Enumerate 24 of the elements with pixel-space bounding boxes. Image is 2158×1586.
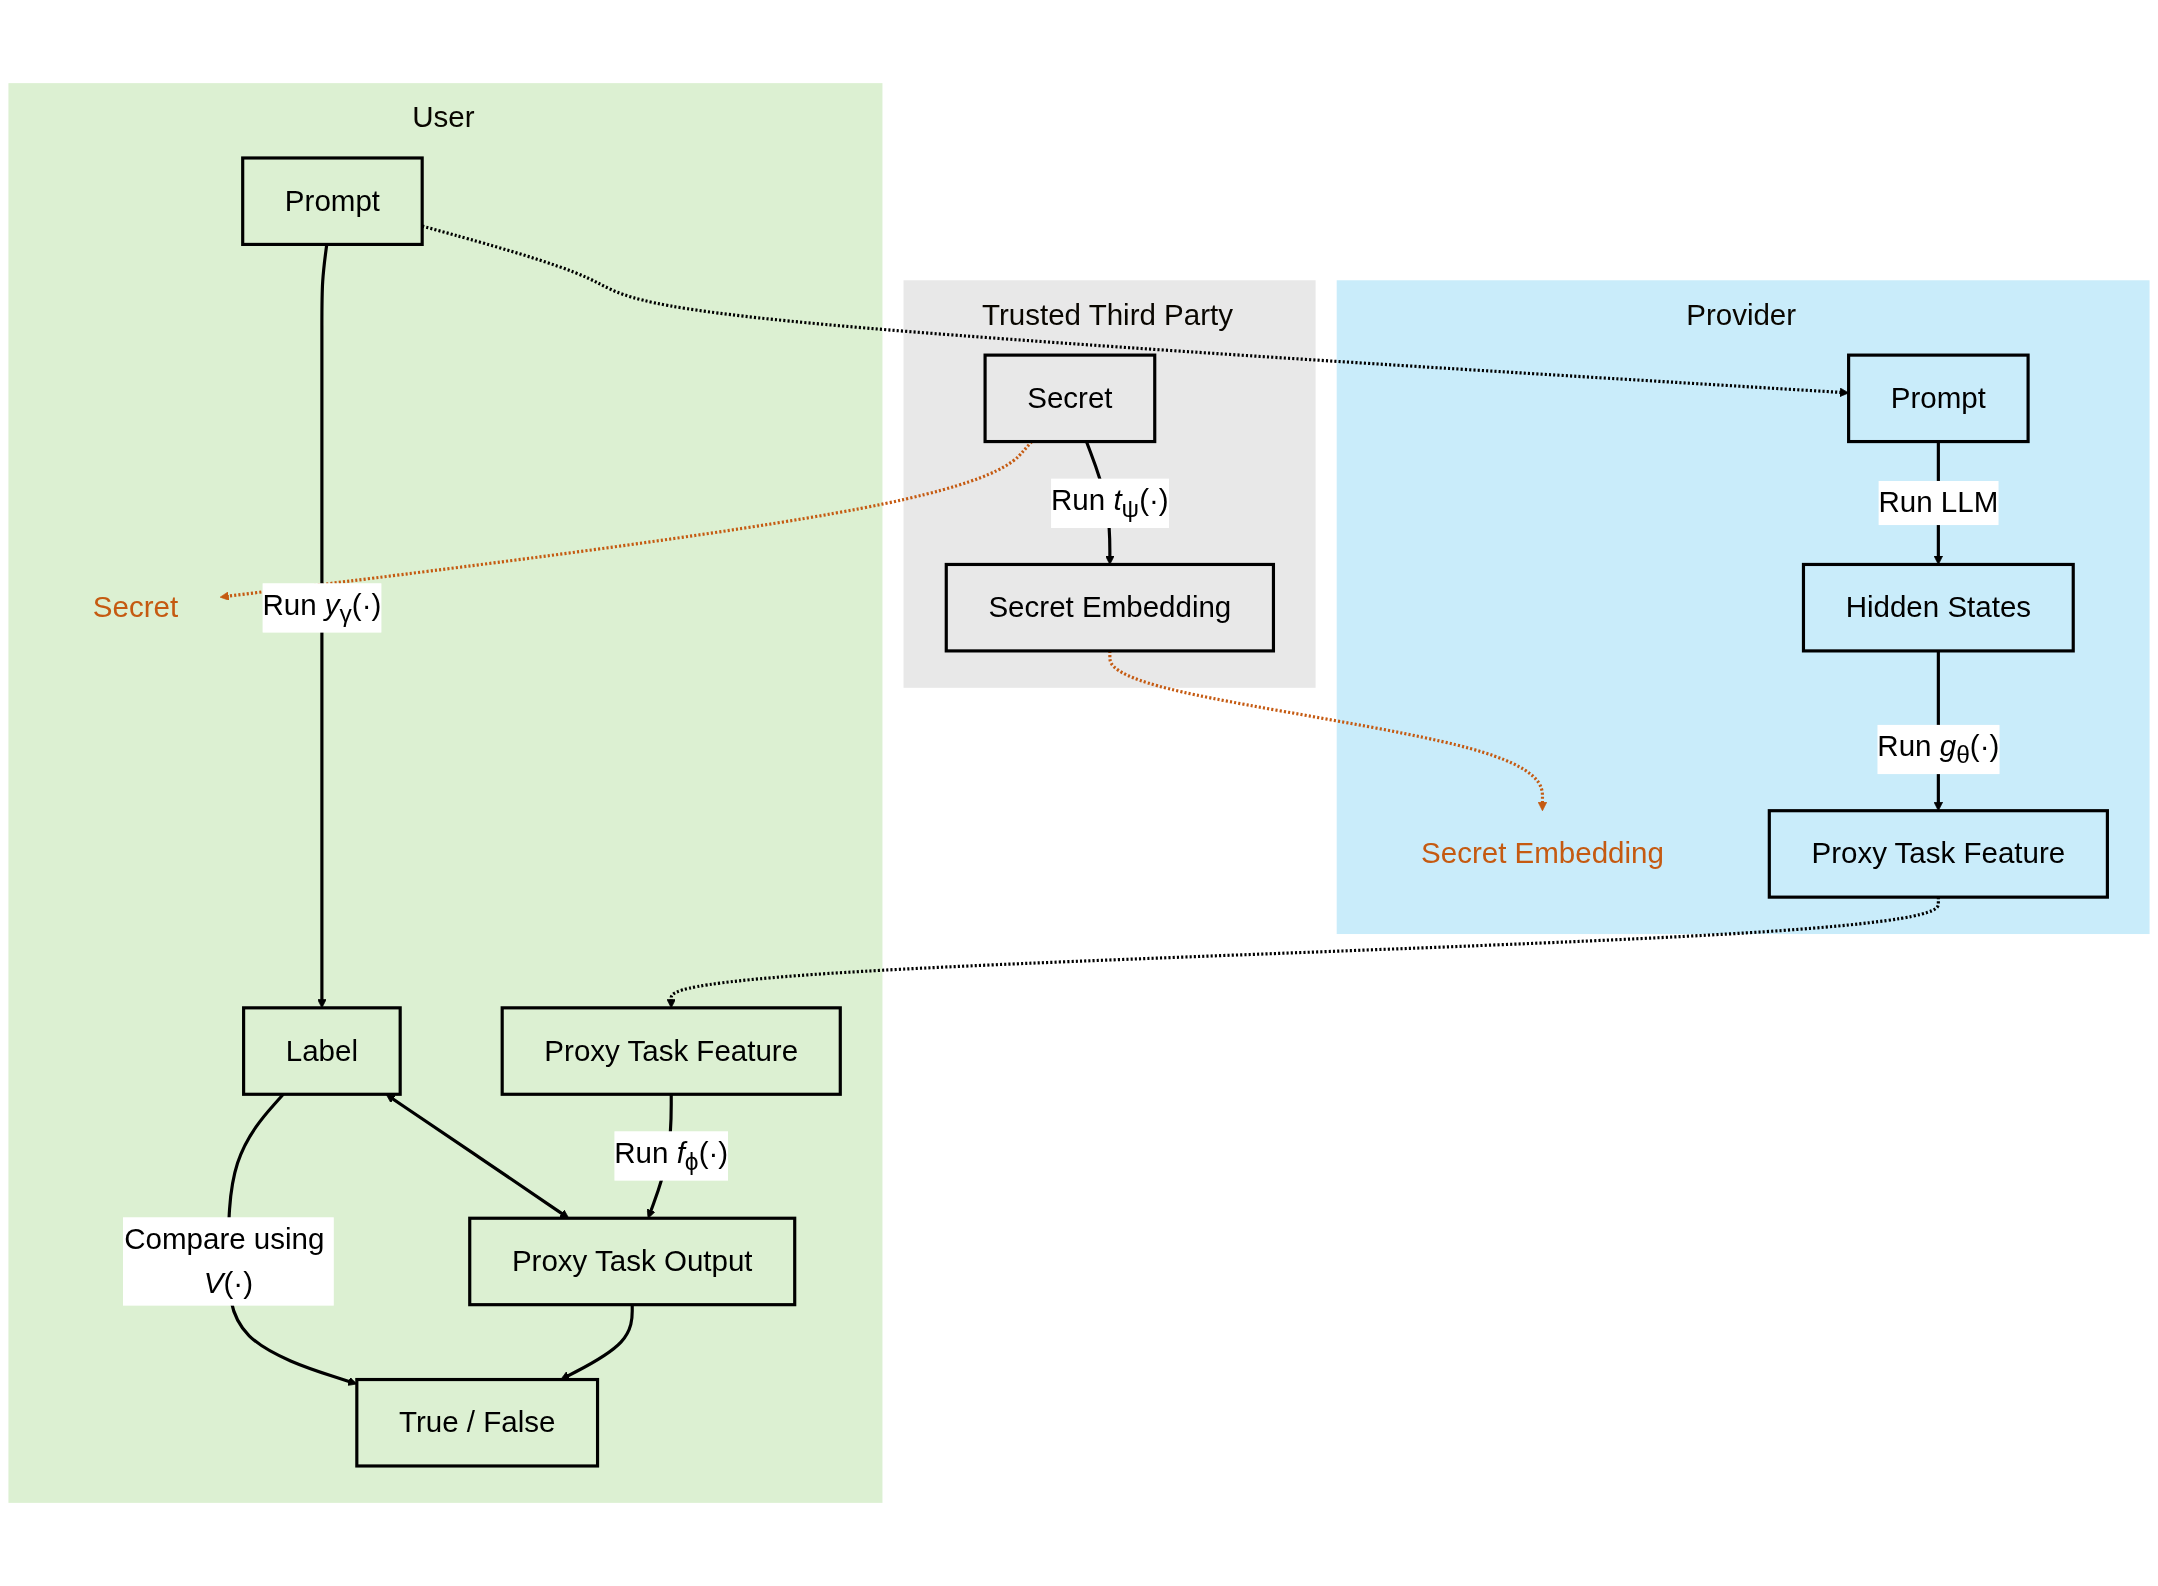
arrow: [421, 224, 1850, 397]
node-box: Proxy Task Feature: [1767, 809, 2109, 899]
arrow: [560, 1304, 634, 1380]
node-box: Secret Embedding: [944, 562, 1276, 653]
edge-label: Run t$_{ψ}$(·): [1051, 483, 1169, 523]
arrow: [385, 1094, 570, 1219]
edge-label: Run y$_{γ}$(·): [262, 588, 382, 627]
arrow: [219, 440, 1033, 601]
node-box: Prompt: [241, 156, 424, 246]
node-box: Secret: [983, 353, 1157, 444]
node-box: Proxy Task Output: [468, 1216, 797, 1307]
node-box: Label: [242, 1006, 402, 1096]
node-box: Hidden States: [1801, 562, 2075, 653]
node-box: True / False: [355, 1377, 600, 1468]
arrow: [1108, 650, 1548, 812]
edge-label: Run LLM: [1878, 486, 1999, 519]
edge-label: Compare using V(·): [124, 1222, 325, 1300]
edge-label: Run f$_{ϕ}$(·): [614, 1136, 729, 1176]
node-text: Secret: [92, 590, 179, 624]
edge-label: Run g$_{θ}$(·): [1877, 729, 2000, 769]
arrow: [317, 244, 329, 1009]
node-text: Secret Embedding: [1421, 837, 1664, 870]
node-box: Prompt: [1847, 353, 2030, 444]
node-box: Proxy Task Feature: [500, 1006, 842, 1096]
